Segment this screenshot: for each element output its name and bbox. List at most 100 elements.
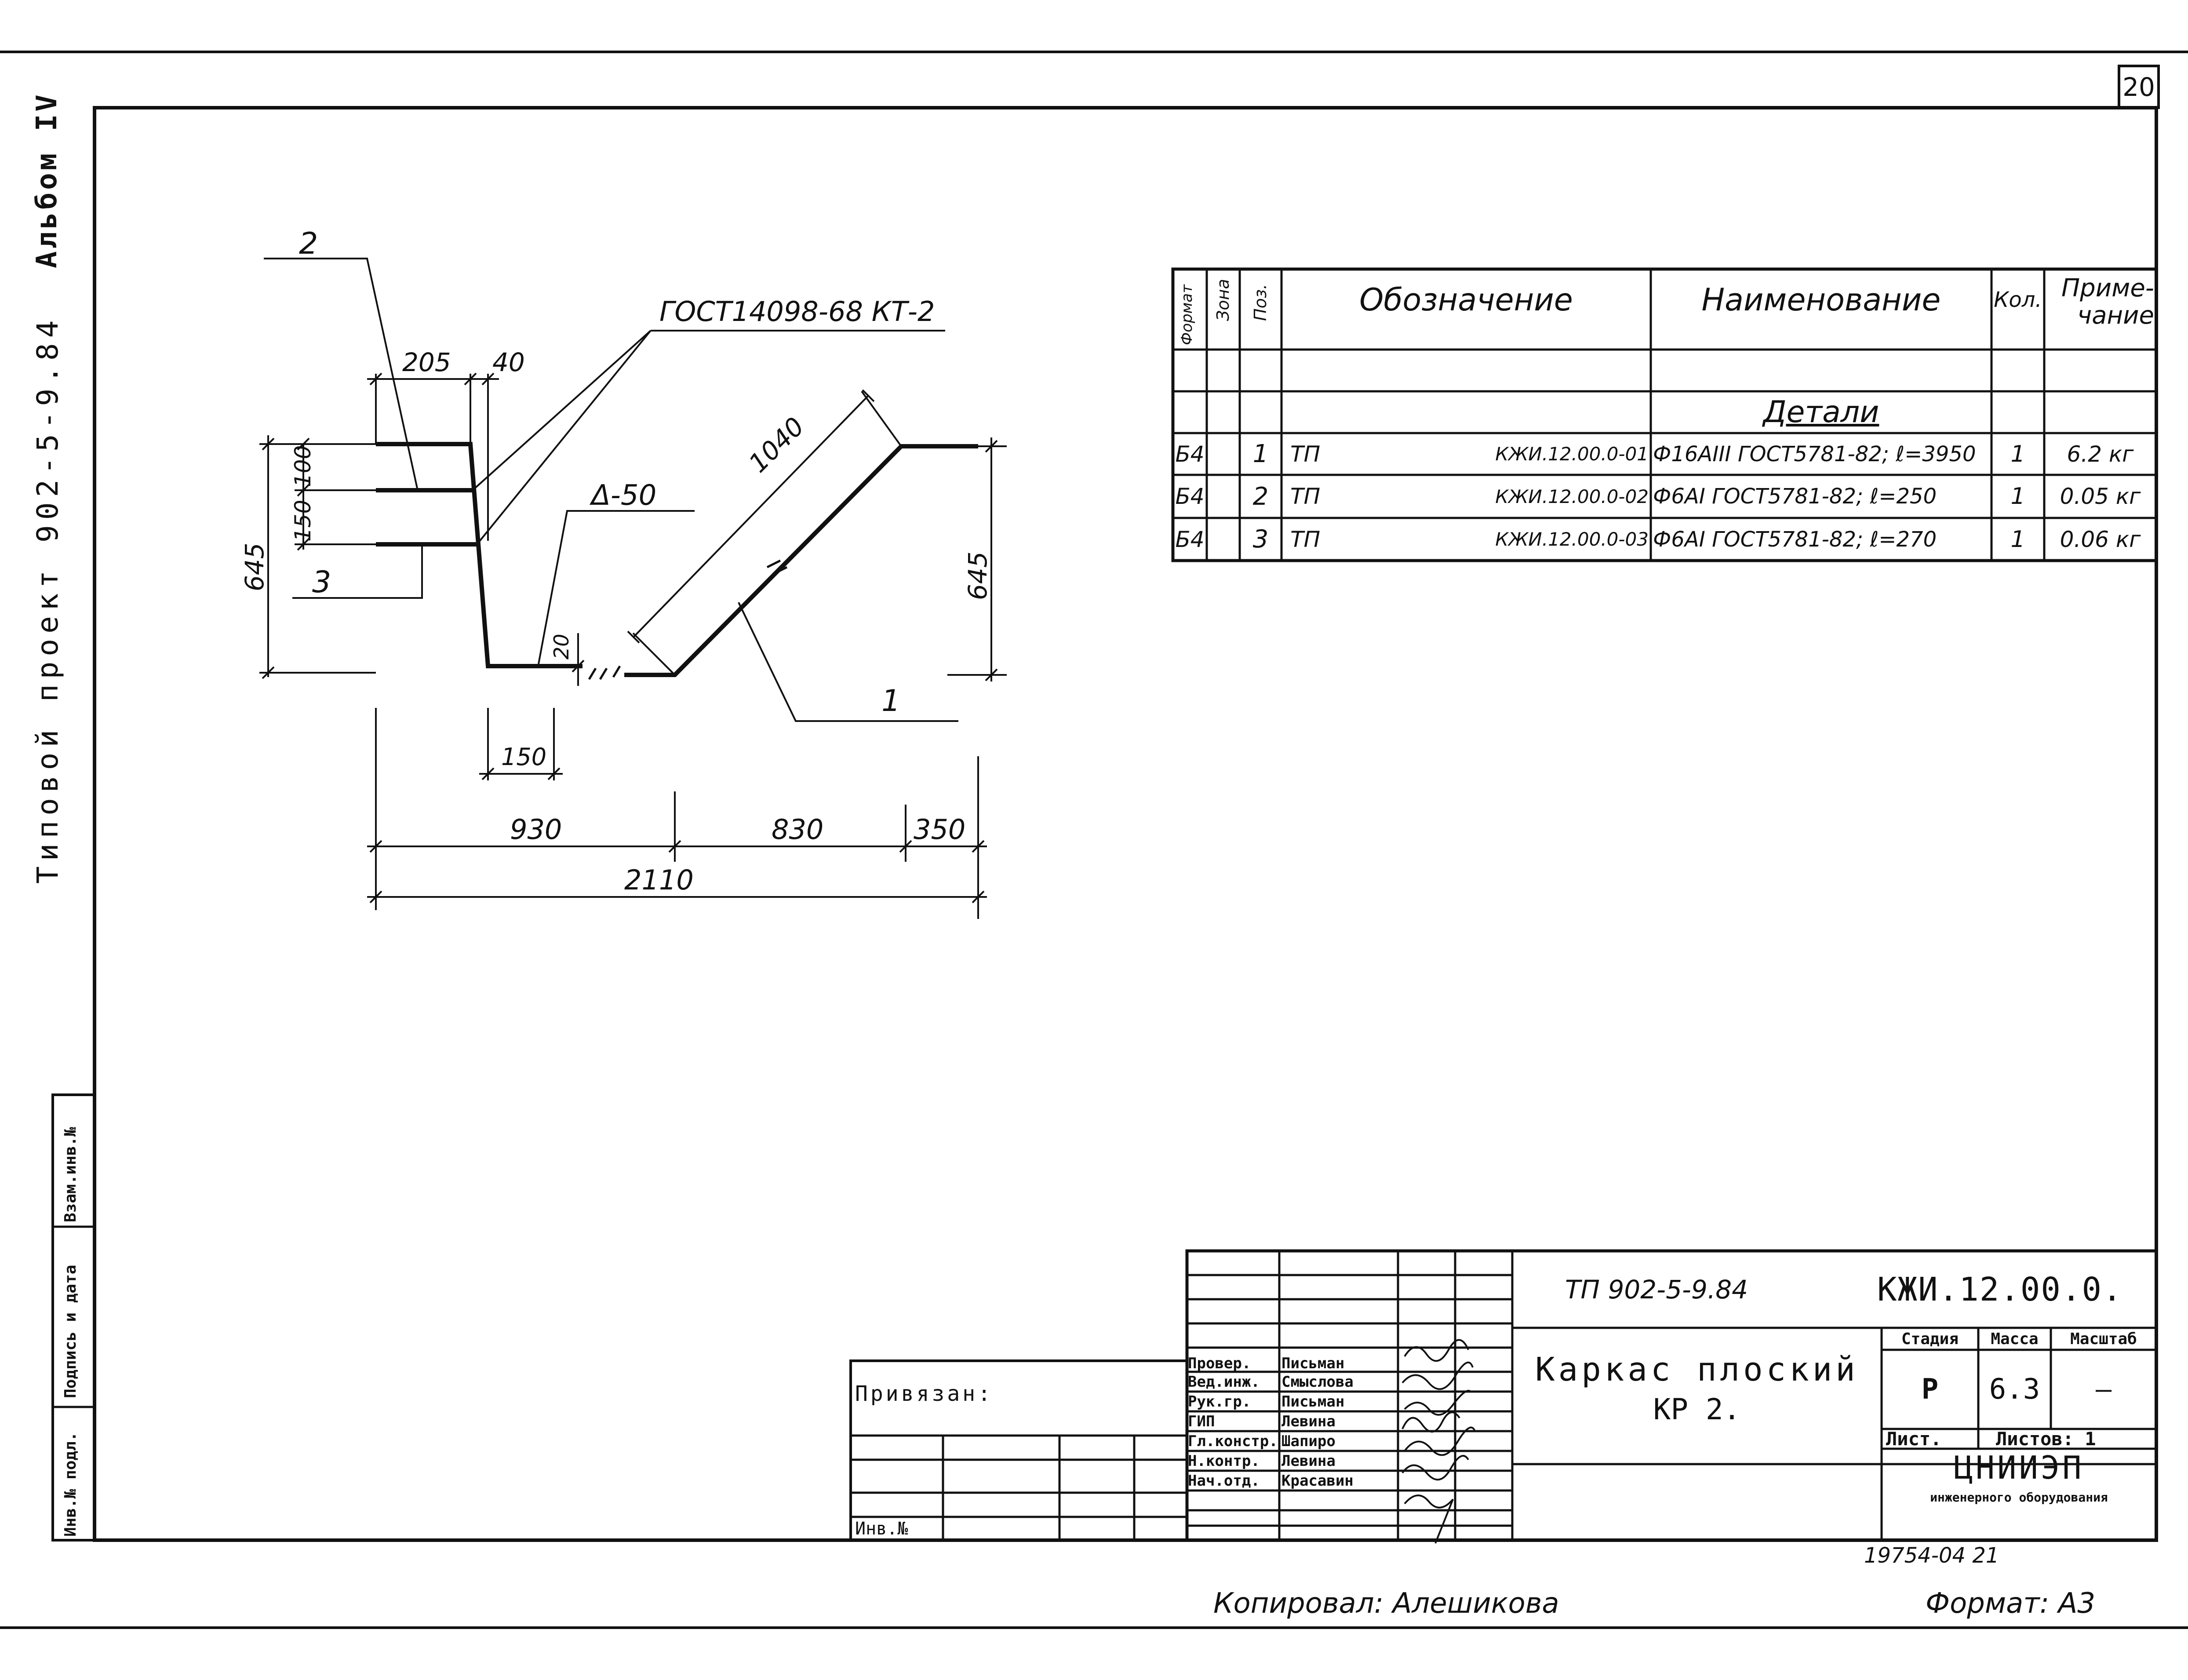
title-name: Каркас плоский — [1535, 1351, 1859, 1388]
dim-20: 20 — [550, 634, 573, 660]
mass-header: Масса — [1991, 1330, 2039, 1348]
signature-5 — [1404, 1426, 1476, 1456]
dim-150-left: 150 — [290, 499, 316, 542]
scale-header: Масштаб — [2070, 1330, 2137, 1348]
spec-row-2-pos: 2 — [1252, 482, 1269, 511]
spec-section-title: Детали — [1763, 395, 1879, 430]
org-sub: инженерного оборудования — [1930, 1490, 2108, 1505]
dim-350: 350 — [914, 813, 966, 845]
spec-row-3-prefix: ТП — [1290, 526, 1321, 552]
spec-row-2-format: Б4 — [1175, 484, 1205, 509]
spec-row-1-note: 6.2 кг — [2067, 441, 2134, 467]
role-2: Рук.гр. — [1188, 1393, 1251, 1410]
spec-row-3-pos: 3 — [1252, 525, 1269, 554]
spec-row-3-note: 0.06 кг — [2060, 526, 2141, 552]
stage-header: Стадия — [1901, 1330, 1959, 1348]
title-doc-code: КЖИ.12.00.0. — [1877, 1270, 2123, 1308]
mass-value: 6.3 — [1989, 1373, 2040, 1406]
side-stamp-signature-date: Подпись и дата — [62, 1265, 80, 1398]
dim-645-right: 645 — [963, 551, 993, 600]
spec-header-name: Наименование — [1701, 282, 1941, 318]
role-6: Нач.отд. — [1188, 1472, 1260, 1490]
spec-row-2-note: 0.05 кг — [2060, 484, 2141, 509]
rebar-right-part — [624, 444, 978, 677]
spec-row-3-format: Б4 — [1175, 526, 1205, 552]
side-stamp-vzam-inv: Взам.инв.№ — [62, 1127, 80, 1222]
title-subtitle: КР 2. — [1653, 1392, 1741, 1426]
sheets-label: Листов: 1 — [1996, 1429, 2096, 1449]
spec-header-pos: Поз. — [1251, 284, 1270, 321]
role-4: Гл.констр. — [1188, 1432, 1278, 1450]
spec-row-1-name: Ф16АIII ГОСТ5781-82; ℓ=3950 — [1653, 441, 1976, 466]
project-label: Типовой проект 902-5-9.84 — [31, 315, 65, 884]
title-block-grid — [849, 1249, 2158, 1542]
signature-7 — [1404, 1494, 1454, 1544]
footer-copied-by: Копировал: Алешикова — [1213, 1587, 1559, 1620]
position-label-2: 2 — [299, 226, 318, 261]
role-name-5: Левина — [1281, 1452, 1336, 1470]
sheet-number: 20 — [2122, 72, 2155, 102]
spec-row-3-qty: 1 — [2010, 526, 2025, 553]
dim-100: 100 — [290, 445, 316, 487]
spec-row-2-name: Ф6АI ГОСТ5781-82; ℓ=250 — [1653, 484, 1937, 509]
spec-header-note: Приме- чание — [2061, 274, 2154, 330]
spec-header-format: Формат — [1178, 284, 1196, 345]
dim-40: 40 — [492, 347, 525, 377]
role-name-4: Шапиро — [1281, 1432, 1336, 1450]
gost-label: ГОСТ14098-68 КТ-2 — [659, 295, 935, 328]
role-name-1: Смыслова — [1281, 1373, 1354, 1391]
dim-2110: 2110 — [624, 864, 694, 896]
role-5: Н.контр. — [1188, 1452, 1260, 1470]
footer-number: 19754-04 21 — [1864, 1543, 1999, 1568]
spec-row-1-qty: 1 — [2010, 441, 2025, 467]
signature-scribbles — [1402, 1339, 1476, 1544]
role-3: ГИП — [1188, 1413, 1215, 1430]
title-project-code: ТП 902-5-9.84 — [1565, 1274, 1748, 1305]
spec-row-3-name: Ф6АI ГОСТ5781-82; ℓ=270 — [1653, 527, 1937, 552]
dim-930: 930 — [510, 813, 562, 845]
scale-value: — — [2095, 1374, 2112, 1405]
stage-value: Р — [1921, 1373, 1939, 1406]
signature-2 — [1402, 1361, 1474, 1390]
spec-row-1-prefix: ТП — [1290, 441, 1321, 467]
break-marks — [588, 559, 788, 680]
dim-645-left: 645 — [240, 543, 269, 591]
spec-row-1-pos: 1 — [1252, 440, 1269, 468]
side-stamp-inv-podl: Инв.№ подл. — [62, 1432, 80, 1537]
dim-150-bottom: 150 — [501, 743, 547, 771]
side-stamp-box — [51, 1093, 96, 1542]
signature-3 — [1404, 1390, 1471, 1416]
spec-header-qty: Кол. — [1994, 288, 2042, 312]
spec-table-grid — [1171, 267, 2158, 562]
spec-row-3-code: КЖИ.12.00.0-03 — [1495, 528, 1649, 550]
spec-row-1-format: Б4 — [1175, 441, 1205, 467]
footer-format: Формат: А3 — [1926, 1587, 2096, 1620]
rebar-shape — [376, 442, 978, 677]
delta-label: Δ-50 — [591, 479, 657, 512]
rebar-left-part — [376, 442, 582, 668]
spec-header-designation: Обозначение — [1359, 282, 1573, 318]
position-label-1: 1 — [881, 684, 901, 718]
signature-6 — [1402, 1455, 1469, 1481]
spec-row-1-code: КЖИ.12.00.0-01 — [1495, 443, 1649, 465]
position-label-3: 3 — [312, 565, 331, 600]
signature-4 — [1402, 1411, 1460, 1433]
spec-row-2-prefix: ТП — [1290, 484, 1321, 509]
privyazan-label: Привязан: — [855, 1381, 994, 1406]
dim-830: 830 — [772, 813, 824, 845]
spec-header-zone: Зона — [1213, 279, 1233, 321]
album-label: Альбом IV — [31, 92, 63, 268]
sheet-label: Лист. — [1886, 1429, 1942, 1449]
role-name-2: Письман — [1281, 1393, 1345, 1410]
dim-205: 205 — [402, 347, 451, 377]
dimension-lines — [259, 258, 1007, 919]
role-name-6: Красавин — [1281, 1472, 1354, 1490]
role-1: Вед.инж. — [1188, 1373, 1260, 1391]
signature-1 — [1404, 1339, 1469, 1362]
role-name-3: Левина — [1281, 1413, 1336, 1430]
inv-no-label: Инв.№ — [855, 1518, 908, 1539]
spec-row-2-code: КЖИ.12.00.0-02 — [1495, 485, 1649, 507]
role-name-0: Письман — [1281, 1355, 1345, 1372]
role-0: Провер. — [1188, 1355, 1251, 1372]
sheet-number-box — [2118, 65, 2160, 109]
